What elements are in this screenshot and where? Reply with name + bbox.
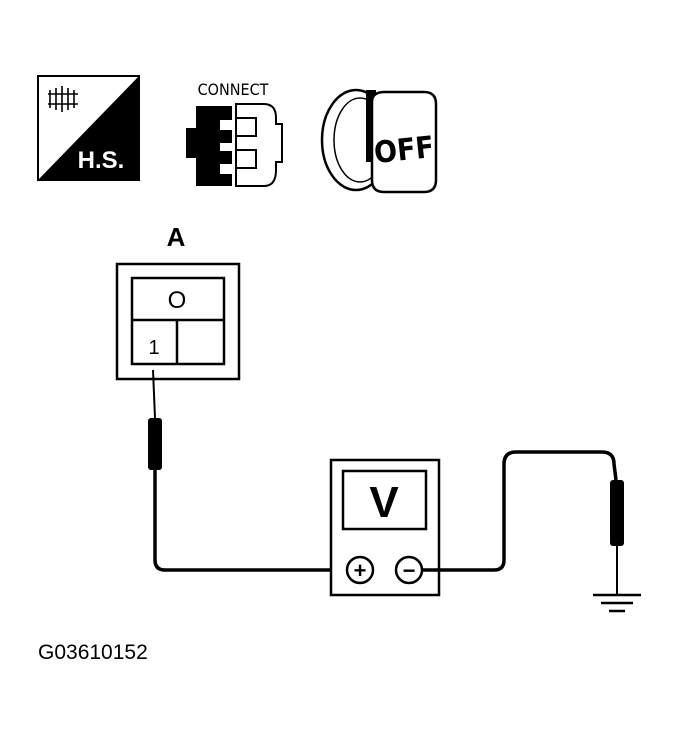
- connector-a-label: A: [167, 222, 186, 252]
- connector-icon-label: CONNECT: [198, 80, 269, 99]
- minus-terminal-label: −: [403, 558, 416, 583]
- plus-terminal-label: +: [354, 558, 367, 583]
- negative-probe: [422, 450, 624, 594]
- connector-a: A O 1: [115, 222, 241, 381]
- connector-icon: CONNECT: [186, 80, 283, 187]
- ignition-off-icon: OFF: [320, 88, 438, 194]
- voltmeter-display: V: [369, 478, 399, 527]
- connector-a-pin-label: 1: [148, 337, 159, 359]
- hand-sensor-label: H.S.: [78, 147, 125, 174]
- connector-a-top-cell: O: [168, 287, 187, 314]
- positive-probe: [148, 369, 346, 572]
- hand-sensor-icon: H.S.: [37, 75, 140, 181]
- ground-symbol: [593, 593, 641, 613]
- ignition-off-label: OFF: [372, 130, 435, 171]
- figure-id: G03610152: [38, 641, 148, 664]
- plus-terminal: [345, 555, 375, 585]
- voltmeter: V + −: [329, 458, 441, 597]
